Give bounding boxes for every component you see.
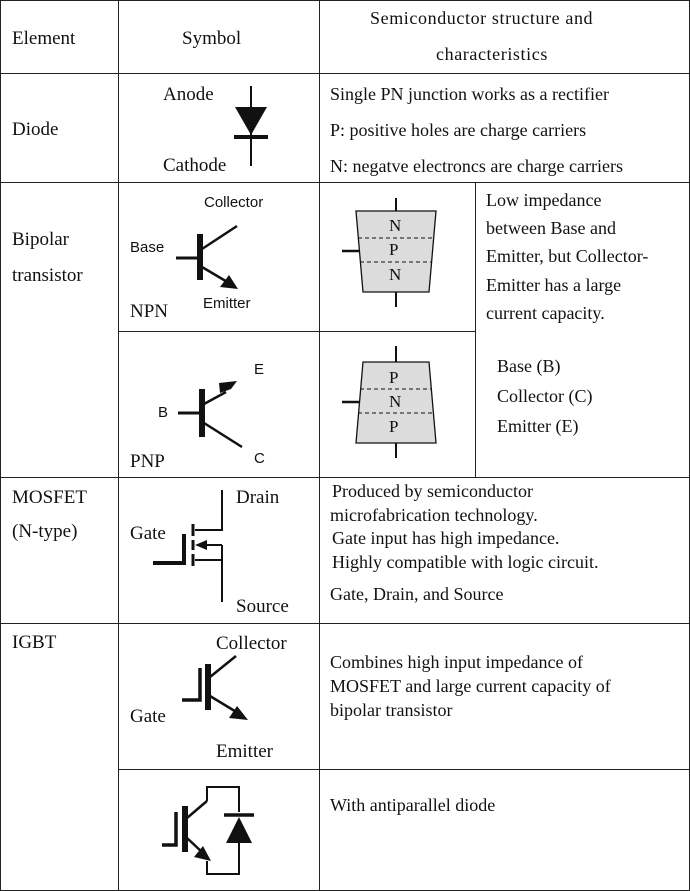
grid-line bbox=[475, 182, 476, 477]
grid-line bbox=[0, 0, 1, 891]
bipolar-desc-line: between Base and bbox=[486, 218, 616, 238]
igbt-emitter-label: Emitter bbox=[216, 741, 273, 762]
mosfet-desc-line: Gate input has high impedance. bbox=[332, 528, 560, 548]
grid-line bbox=[0, 0, 690, 1]
diode-desc-line: N: negatve electroncs are charge carrier… bbox=[330, 156, 623, 176]
grid-line bbox=[0, 73, 690, 74]
mosfet-drain-label: Drain bbox=[236, 487, 280, 508]
diode-element-label: Diode bbox=[12, 119, 59, 140]
diode-anode-label: Anode bbox=[163, 84, 214, 105]
npn-layer-label: N bbox=[389, 216, 402, 235]
grid-line bbox=[0, 477, 690, 478]
mosfet-element-label-line1: MOSFET bbox=[12, 487, 87, 508]
pnp-b-label: B bbox=[158, 404, 169, 421]
pnp-layer-label: P bbox=[389, 417, 399, 436]
mosfet-desc-line: Produced by semiconductor bbox=[332, 481, 533, 501]
header-structure-line1: Semiconductor structure and bbox=[370, 8, 594, 28]
npn-collector-label: Collector bbox=[204, 194, 264, 211]
mosfet-source-label: Source bbox=[236, 596, 289, 617]
pnp-layer-label: P bbox=[389, 368, 399, 387]
igbt-collector-label: Collector bbox=[216, 633, 287, 654]
grid-line bbox=[319, 0, 320, 891]
npn-layer-label: N bbox=[389, 265, 402, 284]
header-element: Element bbox=[12, 28, 76, 49]
bipolar-element-label-line1: Bipolar bbox=[12, 229, 69, 250]
bipolar-terminal-label: Collector (C) bbox=[497, 386, 593, 406]
header-structure-line2: characteristics bbox=[436, 44, 548, 64]
npn-base-label: Base bbox=[130, 239, 165, 256]
diode-desc-line: P: positive holes are charge carriers bbox=[330, 120, 587, 140]
npn-emitter-label: Emitter bbox=[203, 295, 251, 312]
igbt-antiparallel-label: With antiparallel diode bbox=[330, 795, 496, 815]
npn-type-label: NPN bbox=[130, 301, 169, 322]
bipolar-desc-line: Low impedance bbox=[486, 190, 602, 210]
mosfet-gate-label: Gate bbox=[130, 523, 166, 544]
igbt-element-label: IGBT bbox=[12, 632, 57, 653]
grid-line bbox=[118, 769, 690, 770]
pnp-c-label: C bbox=[254, 450, 265, 467]
grid-line bbox=[118, 0, 119, 891]
grid-line bbox=[118, 331, 475, 332]
bipolar-desc-line: Emitter, but Collector- bbox=[486, 246, 649, 266]
mosfet-desc-line: microfabrication technology. bbox=[330, 505, 538, 525]
npn-layer-label: P bbox=[389, 240, 399, 259]
igbt-desc-line: bipolar transistor bbox=[330, 700, 453, 720]
mosfet-desc-line: Gate, Drain, and Source bbox=[330, 584, 504, 604]
pnp-e-label: E bbox=[254, 361, 265, 378]
grid-line bbox=[0, 182, 690, 183]
grid-line bbox=[0, 623, 690, 624]
igbt-gate-label: Gate bbox=[130, 706, 166, 727]
igbt-desc-line: MOSFET and large current capacity of bbox=[330, 676, 611, 696]
pnp-layer-label: N bbox=[389, 392, 402, 411]
diode-cathode-label: Cathode bbox=[163, 155, 227, 176]
mosfet-element-label-line2: (N-type) bbox=[12, 521, 78, 542]
bipolar-desc-line: Emitter has a large bbox=[486, 275, 622, 295]
bipolar-terminal-label: Emitter (E) bbox=[497, 416, 579, 436]
igbt-desc-line: Combines high input impedance of bbox=[330, 652, 583, 672]
bipolar-terminal-label: Base (B) bbox=[497, 356, 561, 376]
mosfet-desc-line: Highly compatible with logic circuit. bbox=[332, 552, 599, 572]
diode-desc-line: Single PN junction works as a rectifier bbox=[330, 84, 609, 104]
bipolar-desc-line: current capacity. bbox=[486, 303, 605, 323]
bipolar-element-label-line2: transistor bbox=[12, 265, 83, 286]
header-symbol: Symbol bbox=[182, 28, 242, 49]
pnp-type-label: PNP bbox=[130, 451, 165, 472]
